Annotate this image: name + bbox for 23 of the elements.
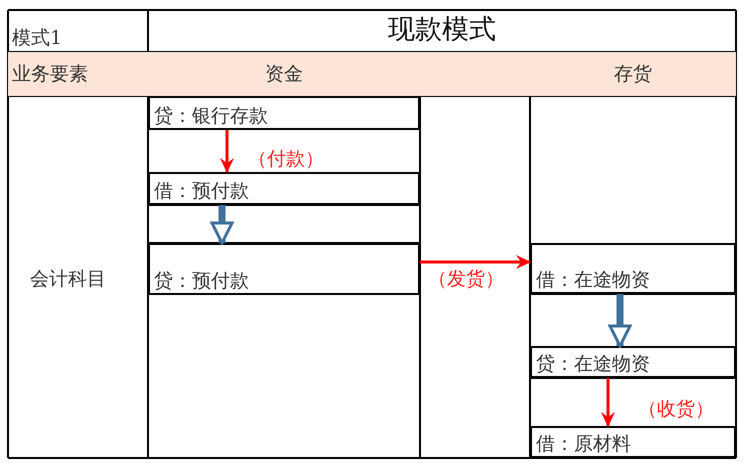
row-heading: 会计科目 xyxy=(30,268,106,290)
account-entry: 借：原材料 xyxy=(536,433,631,455)
arrow xyxy=(608,294,632,348)
entry-cell xyxy=(530,346,736,378)
account-entry: 贷：在途物资 xyxy=(536,353,650,375)
mode-label: 模式1 xyxy=(12,27,62,49)
arrow xyxy=(601,378,615,427)
table-title: 现款模式 xyxy=(388,14,496,46)
account-entry: 借：预付款 xyxy=(154,180,249,202)
column-heading: 存货 xyxy=(614,63,652,85)
arrow xyxy=(420,255,531,269)
column-heading: 业务要素 xyxy=(12,63,88,85)
column-heading: 资金 xyxy=(265,63,303,85)
account-entry: 贷：预付款 xyxy=(154,270,249,292)
account-entry: 借：在途物资 xyxy=(536,269,650,291)
entry-cell xyxy=(148,243,420,295)
entry-cell xyxy=(530,426,736,458)
account-entry: 贷：银行存款 xyxy=(154,105,268,127)
entry-cell xyxy=(530,243,736,294)
entry-cell xyxy=(148,96,420,130)
entry-cell xyxy=(148,172,420,205)
arrow xyxy=(220,130,234,173)
arrow xyxy=(210,205,234,244)
